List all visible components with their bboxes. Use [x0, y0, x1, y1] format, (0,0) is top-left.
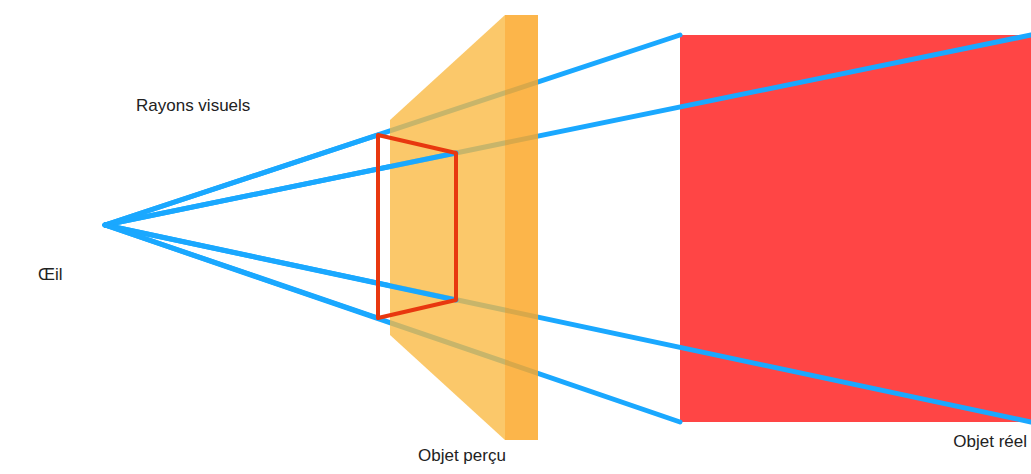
perceived-object-label: Objet perçu	[418, 446, 506, 466]
perceived-plane-edge	[505, 15, 538, 440]
eye-label: Œil	[38, 265, 63, 285]
real-object-label: Objet réel	[953, 432, 1027, 452]
real-object	[680, 35, 1031, 422]
ray-label: Rayons visuels	[136, 96, 250, 116]
visual-rays-front	[105, 135, 456, 318]
perceived-plane	[390, 15, 505, 440]
perceived-shape	[378, 135, 456, 318]
visual-rays	[105, 35, 1031, 422]
